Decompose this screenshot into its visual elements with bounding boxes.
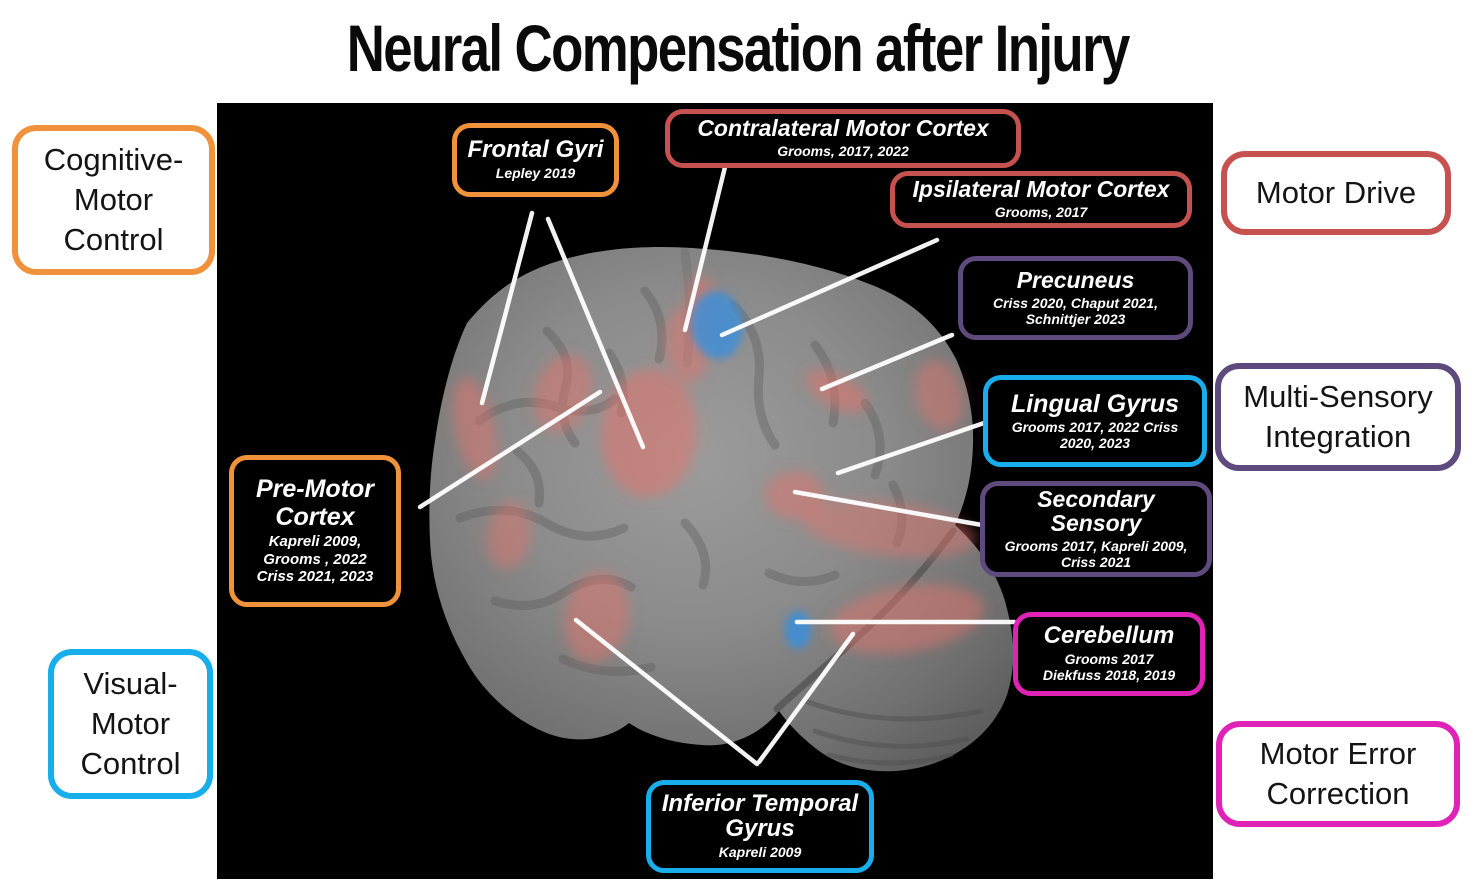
region-label-secondary-sensory: Secondary Sensory Grooms 2017, Kapreli 2…	[980, 481, 1212, 577]
leader-line-secondary-sensory	[792, 489, 985, 528]
category-label-motor-drive: Motor Drive	[1221, 151, 1451, 235]
region-label-inferior-temporal-gyrus: Inferior Temporal Gyrus Kapreli 2009	[646, 780, 874, 873]
region-label-frontal-gyri: Frontal Gyri Lepley 2019	[452, 123, 619, 197]
region-label-lingual-gyrus: Lingual Gyrus Grooms 2017, 2022 Criss 20…	[983, 375, 1207, 467]
leader-line-ipsilateral-motor-cortex	[719, 237, 940, 338]
region-refs: Criss 2020, Chaput 2021, Schnittjer 2023	[993, 294, 1158, 327]
region-refs: Grooms 2017, 2022 Criss 2020, 2023	[1011, 418, 1179, 451]
cerebellum-striations	[802, 698, 984, 766]
region-refs: Kapreli 2009, Grooms , 2022 Criss 2021, …	[256, 533, 374, 586]
leader-line-precuneus	[819, 332, 955, 392]
leader-line-lingual-gyrus	[835, 420, 987, 476]
region-label-ipsilateral-motor-cortex: Ipsilateral Motor Cortex Grooms, 2017	[890, 171, 1192, 228]
category-label-multi-sensory-integration: Multi-Sensory Integration	[1215, 363, 1461, 471]
brain-render	[417, 164, 1017, 772]
region-name: Contralateral Motor Cortex	[697, 115, 989, 142]
region-refs: Grooms 2017 Diekfuss 2018, 2019	[1042, 651, 1176, 684]
region-name: Secondary Sensory	[1037, 485, 1155, 536]
region-label-pre-motor-cortex: Pre-Motor Cortex Kapreli 2009, Grooms , …	[229, 455, 401, 607]
leader-line-frontal-gyri-b	[545, 216, 646, 450]
region-refs: Kapreli 2009	[718, 844, 802, 861]
region-name: Inferior Temporal Gyrus	[661, 790, 859, 843]
category-text: Cognitive- Motor Control	[43, 142, 184, 257]
category-text: Visual- Motor Control	[80, 666, 181, 781]
region-label-precuneus: Precuneus Criss 2020, Chaput 2021, Schni…	[958, 256, 1193, 340]
leader-line-contralateral-motor-cortex	[682, 164, 728, 333]
leader-line-pre-motor-cortex	[417, 389, 603, 510]
activation-overlay-red	[452, 275, 985, 663]
region-label-cerebellum: Cerebellum Grooms 2017 Diekfuss 2018, 20…	[1013, 612, 1205, 696]
leader-line-inferior-temporal-gyrus-a	[573, 617, 760, 767]
figure-title-wrap: Neural Compensation after Injury	[0, 0, 1475, 96]
category-label-visual-motor-control: Visual- Motor Control	[48, 649, 213, 799]
region-name: Precuneus	[1016, 266, 1135, 293]
region-refs: Grooms, 2017, 2022	[777, 143, 909, 160]
figure-title: Neural Compensation after Injury	[346, 11, 1130, 85]
region-refs: Grooms, 2017	[994, 204, 1088, 221]
region-name: Pre-Motor Cortex	[255, 475, 375, 531]
category-label-motor-error-correction: Motor Error Correction	[1216, 721, 1460, 827]
category-label-cognitive-motor-control: Cognitive- Motor Control	[12, 125, 215, 275]
region-label-contralateral-motor-cortex: Contralateral Motor Cortex Grooms, 2017,…	[665, 109, 1021, 168]
region-name: Cerebellum	[1043, 622, 1175, 650]
category-text: Motor Error Correction	[1259, 736, 1417, 811]
region-name: Ipsilateral Motor Cortex	[912, 176, 1170, 203]
category-text: Multi-Sensory Integration	[1243, 379, 1433, 454]
leader-line-inferior-temporal-gyrus-b	[756, 631, 856, 765]
region-refs: Lepley 2019	[495, 165, 576, 182]
leader-line-frontal-gyri-a	[479, 210, 535, 406]
region-name: Frontal Gyri	[467, 136, 604, 164]
region-refs: Grooms 2017, Kapreli 2009, Criss 2021	[1004, 537, 1188, 570]
category-text: Motor Drive	[1255, 175, 1417, 211]
region-name: Lingual Gyrus	[1010, 389, 1180, 418]
